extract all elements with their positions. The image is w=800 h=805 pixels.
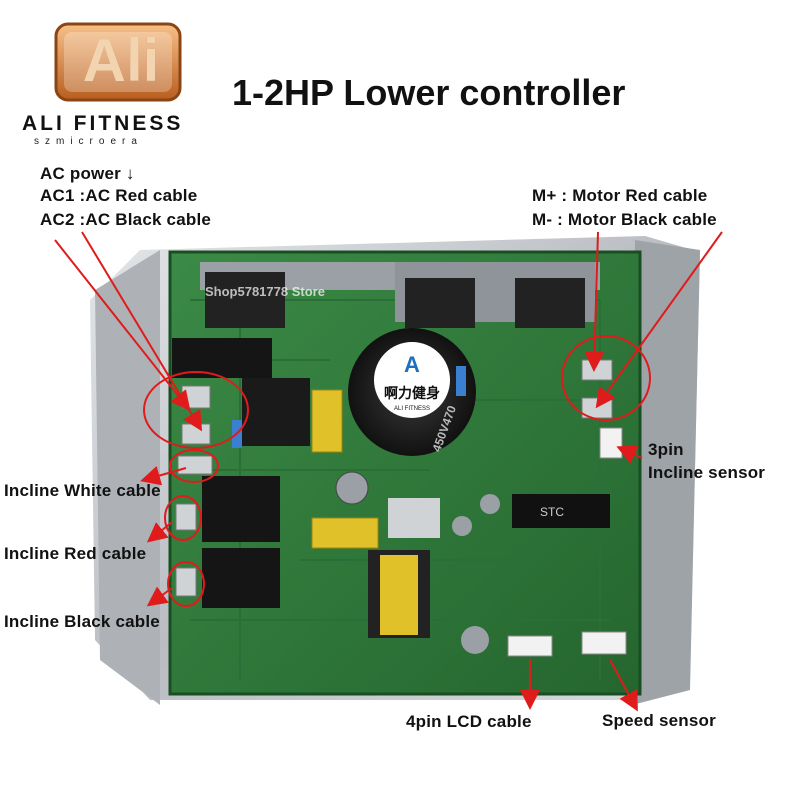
cap-logo-text: 啊力健身 [384,385,440,402]
label-incline-sensor-pins: 3pin [648,440,684,459]
label-incline-red: Incline Red cable [4,544,147,563]
watermark-text: Shop5781778 Store [205,284,325,299]
logo-text: Ali [82,27,160,94]
label-motor-minus: M- : Motor Black cable [532,210,717,229]
label-ac1: AC1 :AC Red cable [40,186,198,205]
label-incline-sensor: Incline sensor [648,463,766,482]
label-lcd-cable: 4pin LCD cable [406,712,532,731]
label-incline-black: Incline Black cable [4,612,160,631]
label-speed-sensor: Speed sensor [602,711,716,730]
cap-logo-sub: ALI FITNESS [394,406,430,412]
svg-text:A: A [404,352,420,377]
brand-subtitle: szmicroera [34,136,143,147]
label-motor-plus: M+ : Motor Red cable [532,186,708,205]
svg-text:STC: STC [540,505,564,519]
brand-name: ALI FITNESS [22,112,184,135]
brand-logo [54,22,182,102]
label-ac2: AC2 :AC Black cable [40,210,212,229]
label-incline-white: Incline White cable [4,481,161,500]
pcb-board: A 啊力健身 ALI FITNESS 450V470 STC [168,250,642,696]
annotation-circles [143,335,651,607]
annotation-arrows [54,231,723,712]
page-title: 1-2HP Lower controller [232,72,626,113]
label-ac-power: AC power ↓ [40,164,135,183]
